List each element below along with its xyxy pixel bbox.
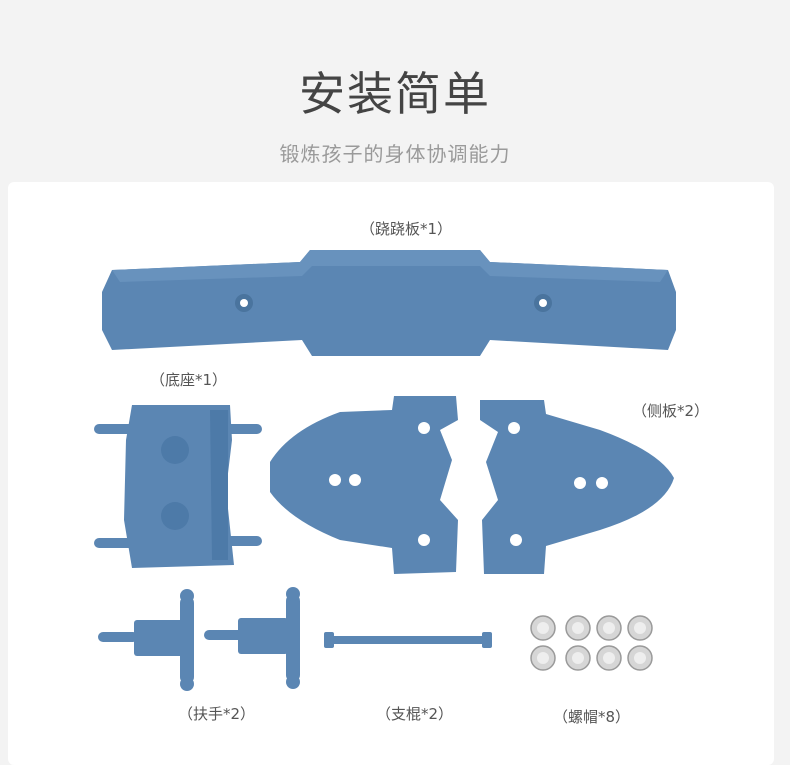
handle-image-2: [204, 587, 300, 689]
nut-cap-label: （螺帽*8）: [553, 708, 631, 726]
handle-label: （扶手*2）: [178, 705, 256, 723]
handle-image-1: [98, 589, 194, 691]
base-image: [94, 405, 262, 568]
base-label: （底座*1）: [150, 371, 228, 389]
support-rod-image: [324, 632, 492, 648]
page-subtitle: 锻炼孩子的身体协调能力: [279, 142, 511, 166]
seesaw-board-label: （跷跷板*1）: [360, 220, 453, 238]
header: 安装简单 锻炼孩子的身体协调能力: [0, 0, 790, 180]
page-title: 安装简单: [299, 67, 491, 121]
support-rod-label: （支棍*2）: [376, 705, 454, 723]
side-panel-left-image: [270, 396, 458, 574]
side-panel-label: （侧板*2）: [632, 402, 710, 420]
nut-caps-image: [530, 615, 653, 671]
seesaw-board-image: [102, 250, 676, 356]
side-panel-right-image: [480, 400, 674, 574]
